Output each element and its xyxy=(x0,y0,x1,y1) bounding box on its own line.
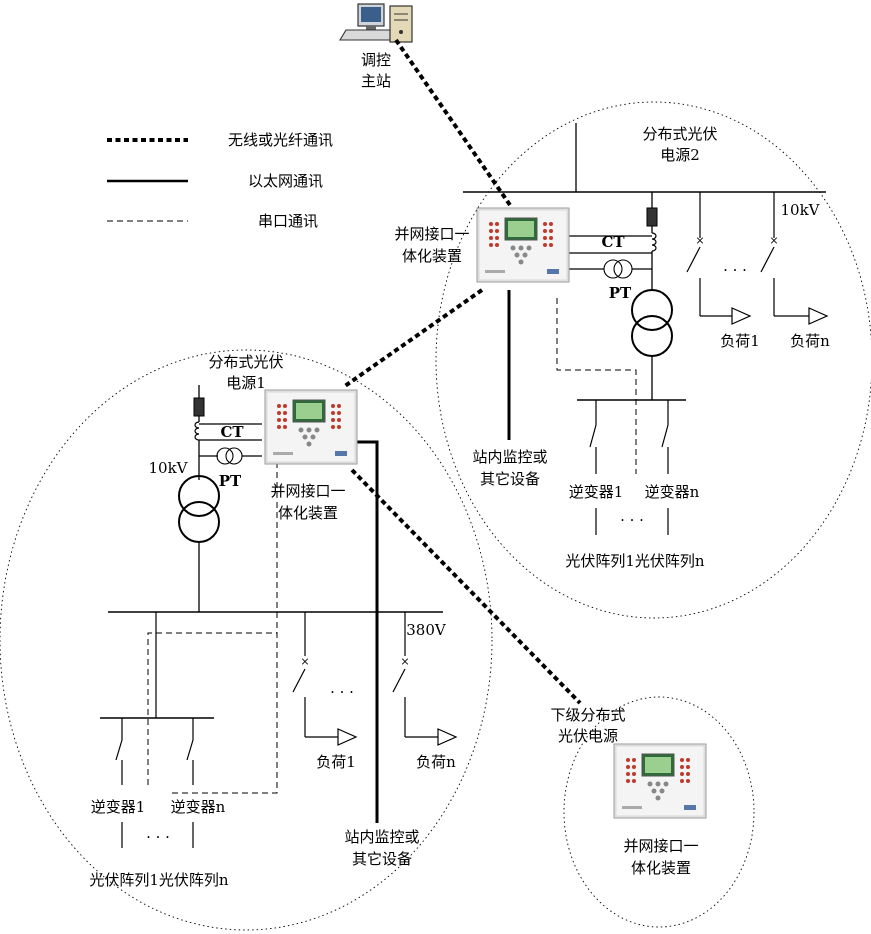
pv1-pt-label: PT xyxy=(218,472,242,490)
pv1-device-label-line1: 并网接口一 xyxy=(270,482,346,500)
pv2-loadn-arrow xyxy=(808,307,829,325)
sub-device-icon xyxy=(613,743,707,819)
pv2-invertern-label: 逆变器n xyxy=(644,483,700,501)
pv2-arrays-label: 光伏阵列1光伏阵列n xyxy=(565,552,705,570)
pv2-transformer xyxy=(631,289,673,331)
station-name-line1: 调控 xyxy=(360,51,391,69)
pv1-ct-coil xyxy=(194,421,200,441)
pv1-monitor-label-line2: 其它设备 xyxy=(351,850,412,868)
pv1-inverter-dots: · · · xyxy=(146,828,170,846)
link-pv1-to-sub xyxy=(350,468,582,705)
pv2-ct-coil xyxy=(651,232,657,252)
pv1-load1-label: 负荷1 xyxy=(316,753,356,771)
pv1-loadn-arrow xyxy=(437,728,458,746)
pv2-serial-link xyxy=(556,298,637,474)
pv1-serial-link-2 xyxy=(147,632,277,785)
legend-label-ethernet: 以太网通讯 xyxy=(248,172,324,190)
pv1-title-line2: 电源1 xyxy=(226,374,266,392)
link-pv2-to-pv1 xyxy=(343,288,484,388)
pv2-title-line2: 电源2 xyxy=(660,146,700,164)
pv1-inverter1-label: 逆变器1 xyxy=(90,798,146,816)
station-name-line2: 主站 xyxy=(360,72,391,90)
pv2-boundary xyxy=(435,101,871,619)
pv2-title-line1: 分布式光伏 xyxy=(642,125,718,143)
sub-title-line1: 下级分布式 xyxy=(550,706,626,724)
legend-label-wireless: 无线或光纤通讯 xyxy=(228,131,334,149)
pv1-boundary xyxy=(0,349,493,931)
pv2-load1-label: 负荷1 xyxy=(720,332,760,350)
pv2-device-icon xyxy=(476,207,570,283)
svg-text:×: × xyxy=(769,234,778,247)
pv1-arrays-label: 光伏阵列1光伏阵列n xyxy=(89,871,229,889)
link-station-to-pv2 xyxy=(394,38,512,207)
sub-device-label-line1: 并网接口一 xyxy=(623,837,699,855)
pv2-pt-label: PT xyxy=(608,284,632,302)
pv1-loadn-label: 负荷n xyxy=(416,753,456,771)
pv2-fuse xyxy=(646,207,658,227)
pv1-invertern-label: 逆变器n xyxy=(170,798,226,816)
pv2-loadn-label: 负荷n xyxy=(790,332,830,350)
pv1-device-label-line2: 体化装置 xyxy=(277,504,338,522)
pv1-load1-arrow xyxy=(337,728,358,746)
pv2-load1-arrow xyxy=(731,307,752,325)
svg-text:×: × xyxy=(300,655,309,668)
pv2-device-label-line1: 并网接口一 xyxy=(394,225,470,243)
pv1-load-dots: · · · xyxy=(330,683,354,701)
pv1-monitor-label-line1: 站内监控或 xyxy=(344,828,420,846)
svg-text:×: × xyxy=(695,234,704,247)
pv2-monitor-label-line2: 其它设备 xyxy=(479,470,540,488)
pv2-device-label-line2: 体化装置 xyxy=(401,247,462,265)
pv1-serial-link xyxy=(172,462,278,794)
pv2-ct-label: CT xyxy=(601,233,625,251)
pv1-fuse xyxy=(193,397,205,417)
pv2-voltage-label: 10kV xyxy=(780,201,820,219)
svg-text:×: × xyxy=(400,655,409,668)
computer-icon xyxy=(339,3,413,43)
sub-boundary xyxy=(563,696,755,928)
pv2-monitor-label-line1: 站内监控或 xyxy=(472,448,548,466)
pv1-voltage-label: 10kV xyxy=(148,459,188,477)
pv2-inverter1-label: 逆变器1 xyxy=(568,483,624,501)
pv2-load-dots: · · · xyxy=(723,261,747,279)
pv1-380v-label: 380V xyxy=(406,621,446,639)
sub-device-label-line2: 体化装置 xyxy=(630,859,691,877)
pv1-ct-label: CT xyxy=(220,423,244,441)
pv2-pt-symbol xyxy=(603,259,623,279)
legend-label-serial: 串口通讯 xyxy=(258,212,319,230)
sub-title-line2: 光伏电源 xyxy=(557,727,618,745)
pv1-title-line1: 分布式光伏 xyxy=(208,353,284,371)
pv1-device-icon xyxy=(264,389,358,465)
pv1-pt-symbol xyxy=(216,447,234,465)
pv1-transformer xyxy=(178,475,220,517)
pv1-ethernet-link xyxy=(350,440,379,823)
pv2-inverter-dots: · · · xyxy=(620,511,644,529)
